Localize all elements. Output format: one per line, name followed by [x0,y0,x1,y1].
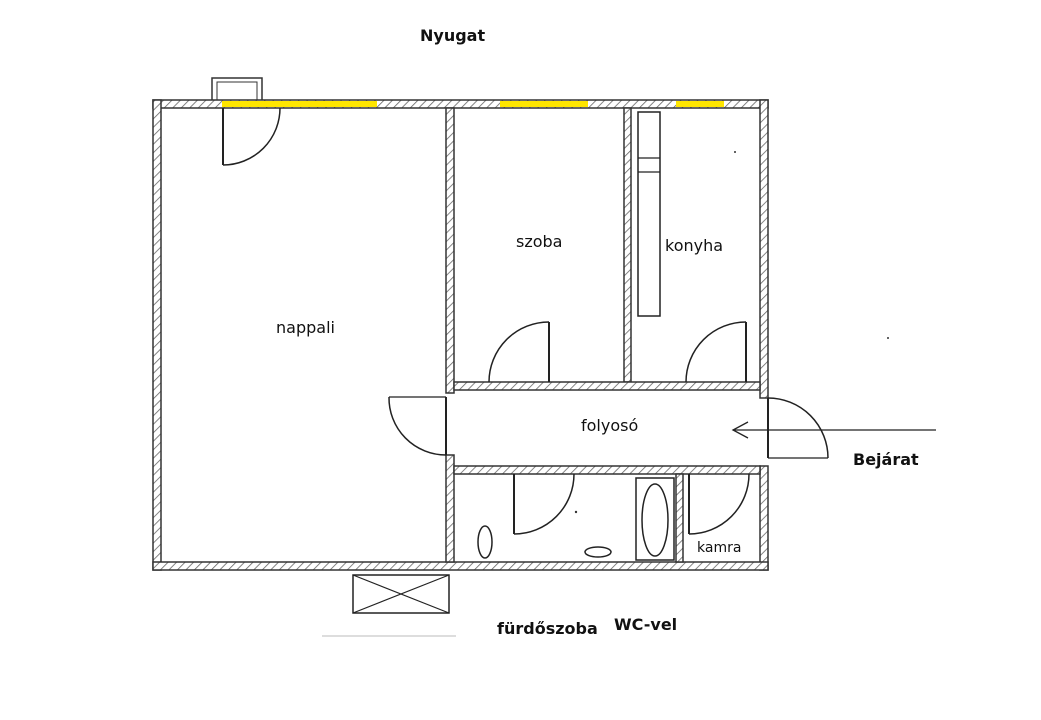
entrance-arrow [731,421,936,439]
bathtub [635,477,675,561]
room-label-nappali: nappali [276,318,335,337]
door-nappali-top [222,107,281,166]
door-szoba [488,321,550,383]
sink [584,546,612,558]
door-konyha [685,321,747,383]
room-label-szoba: szoba [516,232,563,251]
room-label-folyoso: folyosó [581,416,639,435]
window-konyha [676,101,724,107]
toilet [477,525,493,559]
entrance-label: Bejárat [853,450,919,469]
interior-walls [445,107,761,563]
window-szoba [500,101,588,107]
door-nappali-corridor [388,396,447,456]
kitchen-counter [637,111,661,317]
room-label-kamra: kamra [697,540,742,556]
compass-west-label: Nyugat [420,26,486,45]
windows [222,101,724,107]
bathroom-label: fürdőszoba [497,619,598,638]
door-bathroom [513,473,575,535]
window-nappali [222,101,377,107]
shaft-box [352,574,450,614]
room-label-konyha: konyha [665,236,724,255]
outer-walls [152,99,769,571]
door-entrance [767,397,829,459]
door-kamra [688,473,750,535]
wc-label: WC-vel [614,615,678,634]
